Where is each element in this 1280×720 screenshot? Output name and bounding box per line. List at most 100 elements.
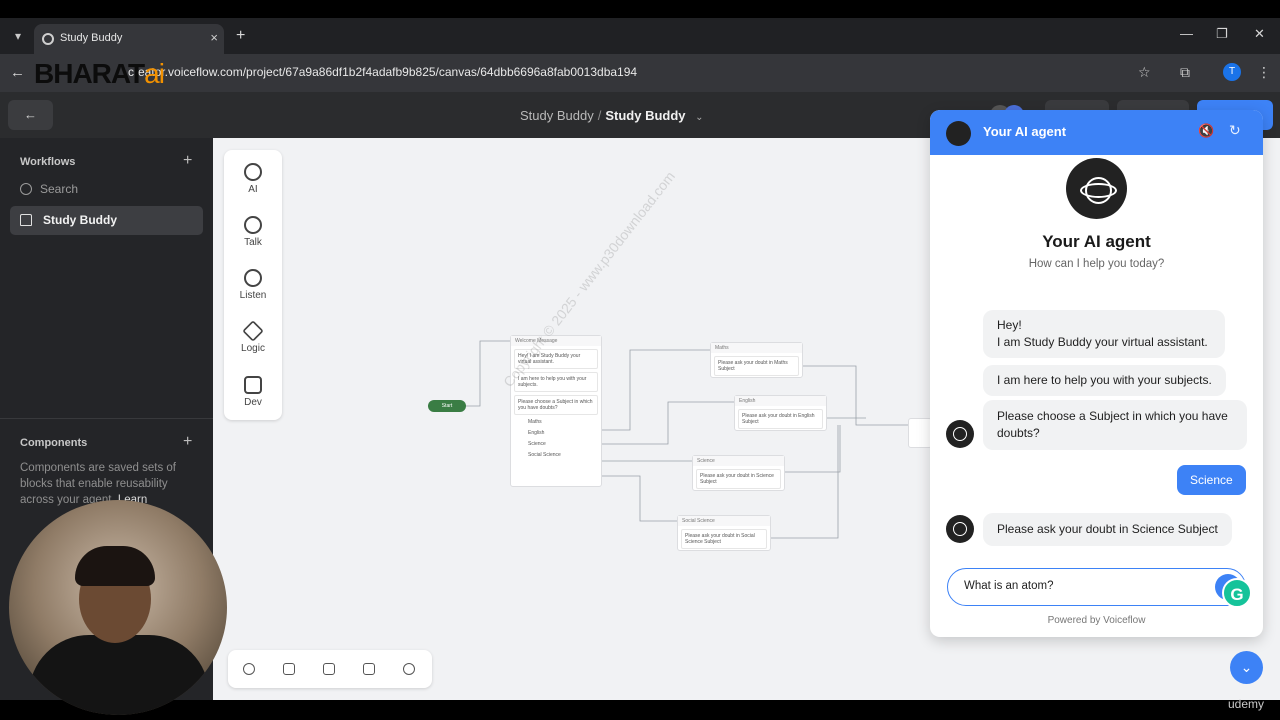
note-icon[interactable] [283,663,295,675]
block-title: Science [693,456,784,466]
tool-talk[interactable]: Talk [224,216,282,248]
block-title: Welcome Message [511,336,601,346]
social-science-block[interactable]: Social Science Please ask your doubt in … [677,515,771,551]
components-desc-text: Components are saved sets of blocks that… [20,462,176,506]
new-tab-icon[interactable]: + [236,27,246,44]
move-icon[interactable] [243,663,255,675]
english-block[interactable]: English Please ask your doubt in English… [734,395,827,431]
search-icon [20,183,32,195]
chevron-down-icon: ⌄ [1240,659,1253,675]
tool-listen[interactable]: Listen [224,269,282,301]
chat-icon [244,216,262,234]
logic-icon [242,320,264,342]
block-title: Maths [711,343,802,353]
browser-tab[interactable]: Study Buddy × [34,24,224,54]
tool-label: Talk [244,237,262,248]
tool-label: AI [248,184,258,195]
agent-message: I am here to help you with your subjects… [983,365,1226,396]
browser-back-icon[interactable]: ← [10,64,25,81]
step-toolbox: AI Talk Listen Logic Dev [224,150,282,420]
block-text: Please ask your doubt in Social Science … [681,529,767,549]
workflows-title: Workflows [20,156,76,168]
search-icon[interactable] [403,663,415,675]
block-text: Please choose a Subject in which you hav… [514,395,598,415]
tab-close-icon[interactable]: × [210,30,218,45]
search-placeholder: Search [40,182,79,196]
agent-subtitle: How can I help you today? [1028,258,1165,270]
chat-input[interactable]: What is an atom? [947,568,1246,606]
maths-block[interactable]: Maths Please ask your doubt in Maths Sub… [710,342,803,378]
minimize-icon[interactable]: — [1180,26,1193,41]
block-title: English [735,396,826,406]
block-text: Please ask your doubt in English Subject [738,409,823,429]
start-node[interactable]: Start [428,400,466,412]
bharat-ai-logo: BHARATai [34,58,165,90]
close-window-icon[interactable]: ✕ [1254,26,1265,41]
divider [0,418,213,419]
url-field[interactable]: creator.voiceflow.com/project/67a9a86df1… [128,65,638,79]
ear-icon [244,269,262,287]
start-label: Start [441,403,453,409]
science-block[interactable]: Science Please ask your doubt in Science… [692,455,785,491]
chat-header: Your AI agent 🔇 ↻ [930,110,1263,155]
arrow-left-icon: ← [24,107,37,122]
restore-icon[interactable]: ❐ [1216,26,1228,41]
openai-icon [244,163,262,181]
sidebar-item-study-buddy[interactable]: Study Buddy [10,206,203,235]
add-component-icon[interactable]: + [183,433,193,450]
image-icon[interactable] [363,663,375,675]
chevron-down-icon[interactable]: ⌄ [695,112,704,123]
logo-text: BHARAT [34,58,145,89]
logo-suffix: ai [144,58,165,89]
block-text: Please ask your doubt in Science Subject [696,469,781,489]
extensions-icon[interactable]: ⧉ [1180,64,1190,80]
breadcrumb-project[interactable]: Study Buddy [520,108,594,123]
block-text: Hey! I am Study Buddy your virtual assis… [514,349,598,369]
favicon-icon [42,33,54,45]
tool-ai[interactable]: AI [224,163,282,195]
tab-title: Study Buddy [60,32,123,44]
mute-icon[interactable]: 🔇 [1198,123,1215,138]
presenter-body [29,635,209,715]
back-button[interactable]: ← [8,100,53,130]
agent-avatar [946,121,971,146]
choice-item: Science [528,441,546,447]
chat-toggle-button[interactable]: ⌄ [1230,651,1263,684]
comment-icon[interactable] [323,663,335,675]
chat-header-title: Your AI agent [983,124,1067,139]
restart-icon[interactable]: ↻ [1229,122,1241,138]
choice-item: English [528,430,545,436]
user-question-block[interactable] [908,418,932,448]
breadcrumb: Study Buddy/Study Buddy ⌄ [520,108,704,123]
agent-name: Your AI agent [1042,232,1151,251]
agent-logo [1066,158,1127,219]
add-workflow-icon[interactable]: + [183,152,193,169]
agent-avatar [946,515,974,543]
message-line: Hey! [997,318,1022,332]
grammarly-icon[interactable]: G [1222,578,1252,608]
message-line: I am Study Buddy your virtual assistant. [997,335,1208,349]
tool-dev[interactable]: Dev [224,376,282,408]
canvas-bottom-toolbar [228,650,432,688]
sidebar-item-label: Study Buddy [43,213,117,227]
profile-avatar[interactable]: T [1223,63,1241,81]
choice-item: Maths [528,419,542,425]
block-title: Social Science [678,516,770,526]
chat-input-value: What is an atom? [964,580,1054,592]
bookmark-star-icon[interactable]: ☆ [1138,64,1151,80]
sidebar-search[interactable]: Search [20,182,78,196]
address-bar: ← creator.voiceflow.com/project/67a9a86d… [0,54,1280,92]
tool-label: Logic [241,343,265,354]
tool-logic[interactable]: Logic [224,320,282,354]
agent-message: Please choose a Subject in which you hav… [983,400,1247,450]
chat-widget: Your AI agent 🔇 ↻ Your AI agent How can … [930,110,1263,637]
browser-menu-icon[interactable]: ⋮ [1257,64,1271,80]
breadcrumb-current[interactable]: Study Buddy [605,108,686,123]
tab-search-icon[interactable]: ▾ [14,29,22,43]
presenter-hair [75,546,155,586]
powered-by: Powered by Voiceflow [1047,615,1146,626]
block-text: Please ask your doubt in Maths Subject [714,356,799,376]
tool-label: Dev [244,397,262,408]
welcome-message-block[interactable]: Welcome Message Hey! I am Study Buddy yo… [510,335,602,487]
